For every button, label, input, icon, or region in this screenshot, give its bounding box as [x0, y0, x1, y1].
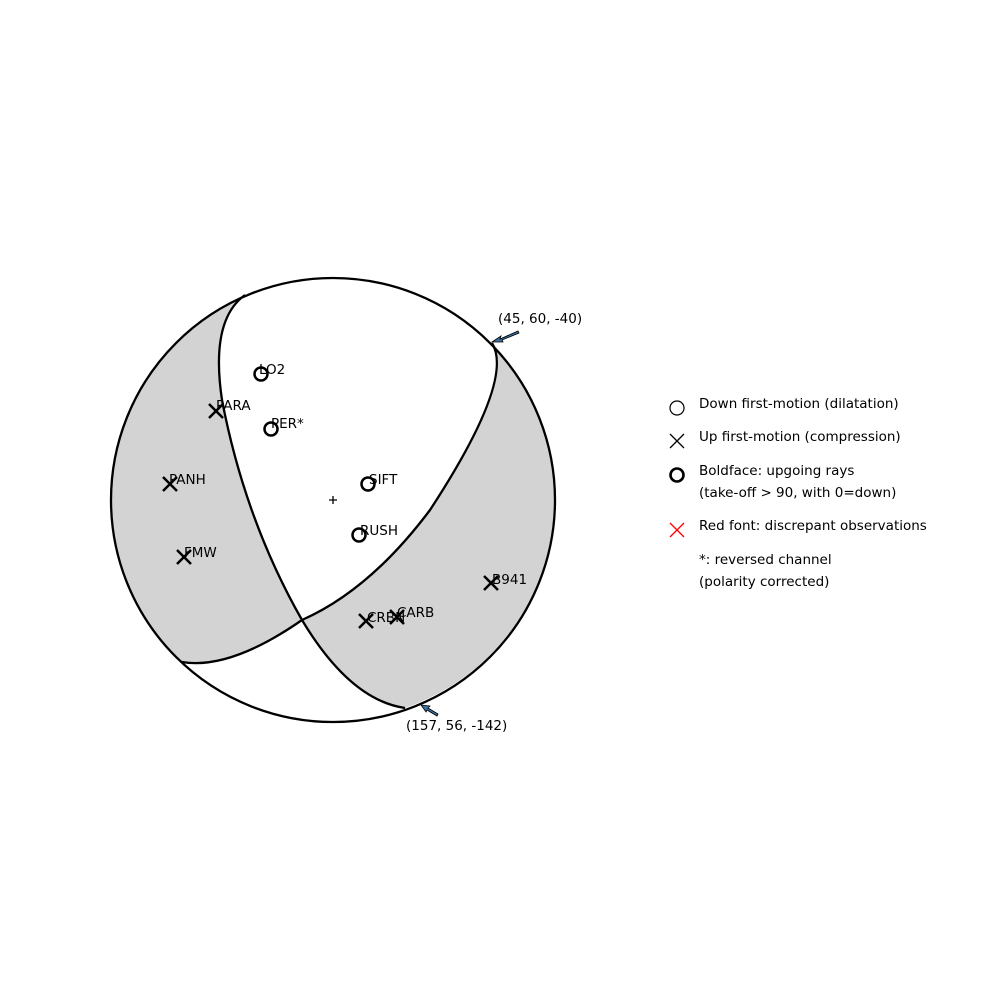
station-rush: RUSH [351, 523, 398, 543]
station-panh: PANH [161, 472, 206, 493]
legend-bold-line1: Boldface: upgoing rays [699, 463, 854, 479]
nodal-plane-2 [181, 342, 499, 665]
plane-1-arrow-icon [490, 330, 520, 343]
station-para: PARA [207, 398, 251, 420]
legend-reversed-line2: (polarity corrected) [699, 574, 829, 590]
dilatation-legend-icon [669, 400, 685, 416]
station-label: B941 [492, 572, 527, 588]
center-cross-icon [329, 496, 337, 504]
station-label: PARA [216, 398, 251, 414]
compressional-quadrant-left [110, 295, 302, 664]
legend-reversed-line1: *: reversed channel [699, 552, 832, 568]
station-label: PANH [169, 472, 206, 488]
station-sift: SIFT [360, 472, 398, 492]
station-label: CARB [397, 605, 434, 621]
station-b941: B941 [482, 572, 527, 592]
discrepant-legend-icon [669, 522, 685, 538]
plane-1-label: (45, 60, -40) [498, 311, 582, 327]
station-label: FMW [184, 545, 217, 561]
station-label: SIFT [369, 472, 398, 488]
legend-down: Down first-motion (dilatation) [699, 396, 899, 412]
station-per: PER* [263, 416, 304, 437]
compression-legend-icon [669, 433, 685, 449]
nodal-plane-1 [217, 294, 406, 710]
plane-2-arrow-icon [420, 704, 439, 717]
compressional-quadrant-right [302, 343, 556, 708]
upgoing-legend-icon [669, 467, 685, 483]
station-carb: CARB [388, 605, 434, 626]
plane-2-label: (157, 56, -142) [406, 718, 507, 734]
station-label: PER* [271, 416, 304, 432]
station-label: RUSH [360, 523, 398, 539]
station-label: LO2 [259, 362, 285, 378]
legend-up: Up first-motion (compression) [699, 429, 901, 445]
legend: Down first-motion (dilatation) Up first-… [669, 396, 927, 590]
legend-bold-line2: (take-off > 90, with 0=down) [699, 485, 896, 501]
legend-red: Red font: discrepant observations [699, 518, 927, 534]
station-lo2: LO2 [253, 362, 285, 382]
beachball-outline [109, 276, 557, 724]
station-fmw: FMW [175, 545, 217, 566]
